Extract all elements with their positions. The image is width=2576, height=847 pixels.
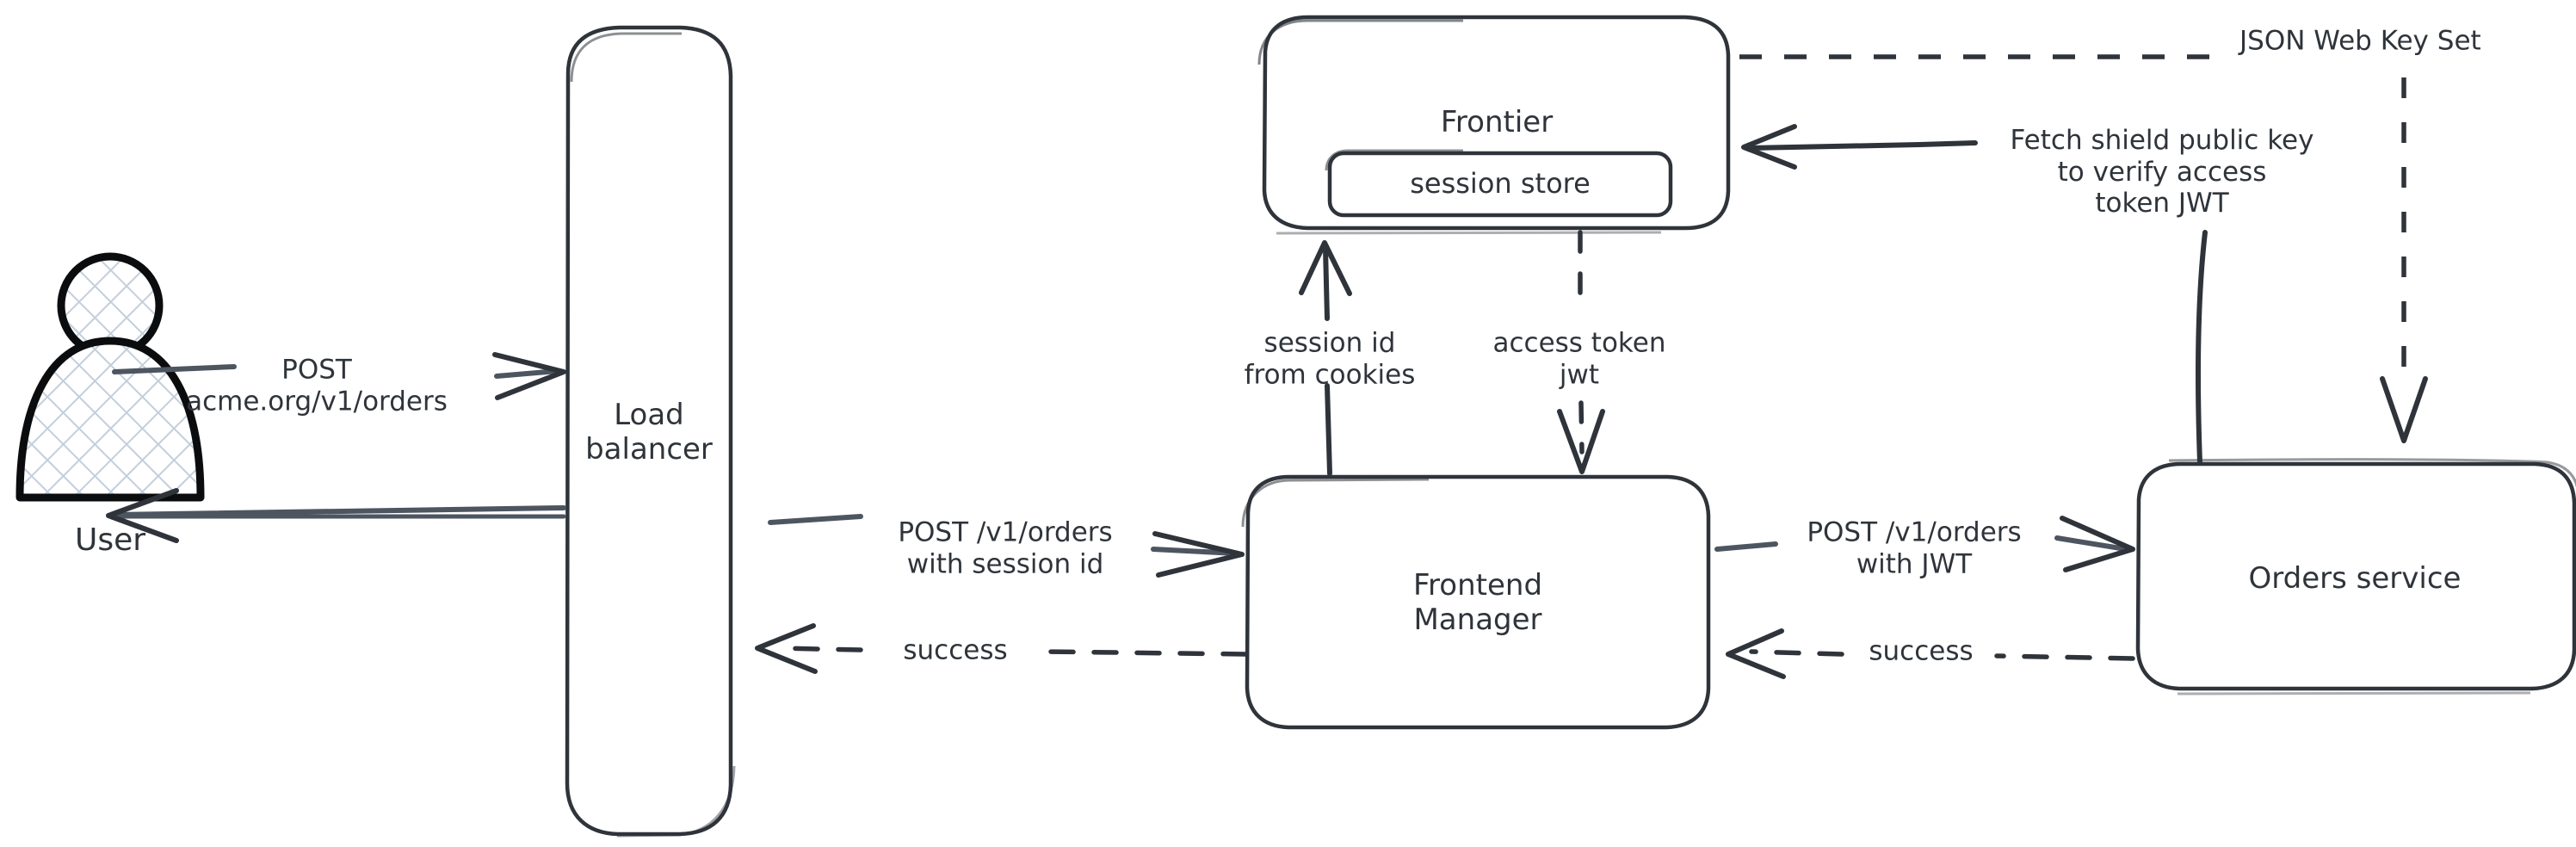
load-balancer-box[interactable] [565, 25, 736, 838]
edge-load-balancer-to-user [106, 488, 566, 543]
edge-frontend-manager-to-frontier [1299, 240, 1352, 476]
edge-frontier-to-orders-service [1739, 54, 2428, 443]
edge-user-to-load-balancer [112, 352, 566, 400]
edge-frontend-manager-to-load-balancer-success [755, 623, 1248, 674]
session-store-box[interactable] [1325, 149, 1673, 218]
user-actor-icon [15, 252, 205, 502]
edge-frontier-to-frontend-manager [1557, 230, 1605, 474]
edge-load-balancer-to-frontend-manager [768, 514, 1245, 578]
orders-service-box[interactable] [2135, 458, 2576, 696]
frontend-manager-box[interactable] [1241, 474, 1711, 730]
edge-frontend-manager-to-orders-service [1714, 516, 2135, 572]
edge-orders-service-to-frontier [1741, 124, 2208, 465]
edge-orders-service-to-frontend-manager-success [1726, 628, 2135, 679]
